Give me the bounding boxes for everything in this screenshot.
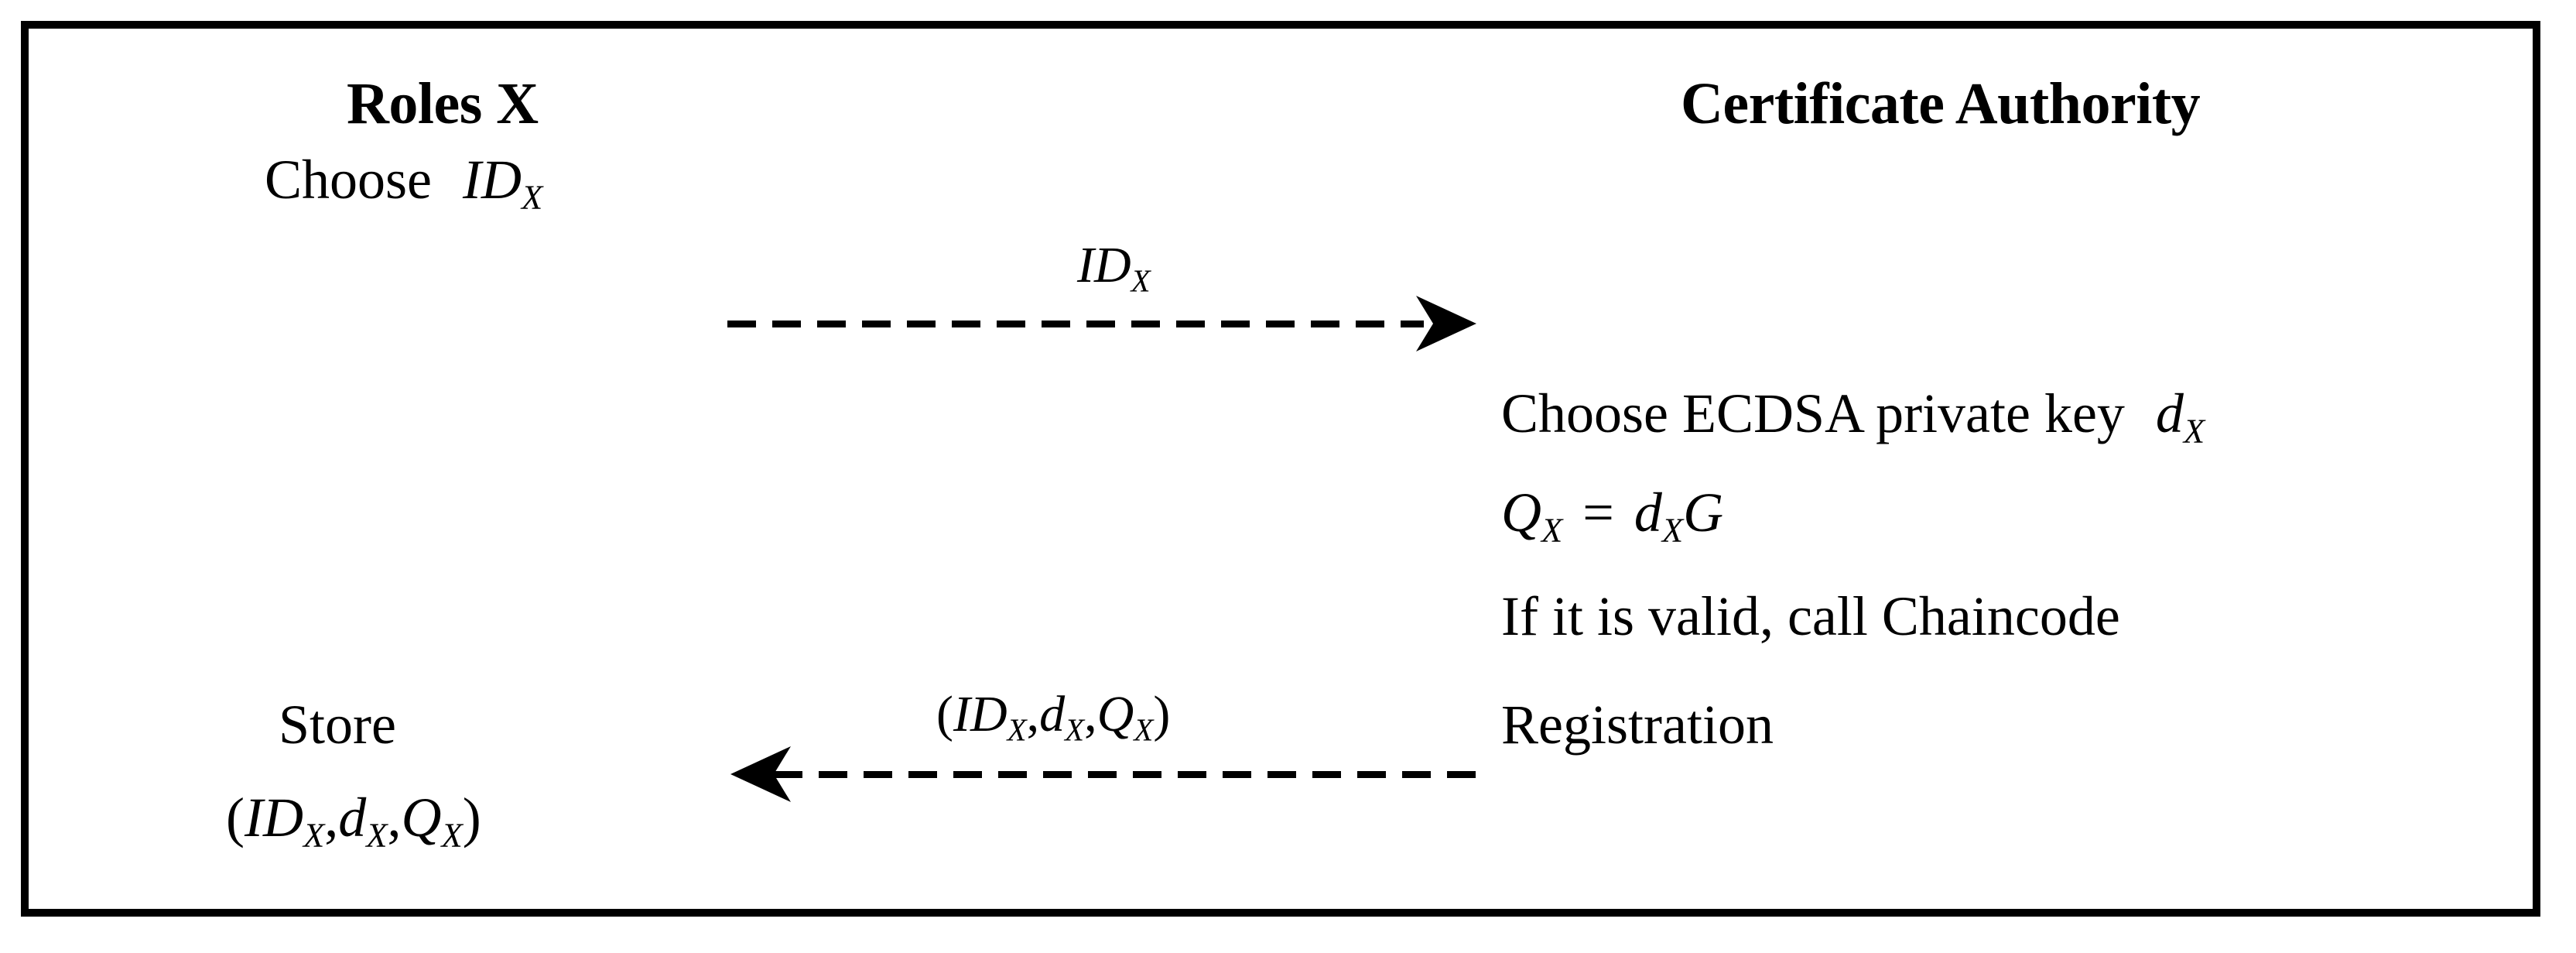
- d-symbol-msg2: d: [1039, 686, 1066, 742]
- equals-sign: =: [1582, 482, 1614, 543]
- q-symbol-store: Q: [401, 787, 442, 848]
- message-response-label: (IDX,dX,QX): [936, 689, 1170, 746]
- roles-choose-id-line: Choose IDX: [265, 152, 542, 214]
- id-symbol-roles: IDX: [463, 149, 543, 217]
- comma-1-store: ,: [324, 787, 339, 848]
- message-response-dashed-line: [774, 771, 1482, 778]
- paren-open-store: (: [226, 787, 245, 848]
- d-subscript-store: X: [366, 815, 388, 855]
- message-request-arrow: [720, 293, 1486, 355]
- q-symbol-eq: Q: [1501, 482, 1541, 543]
- id-symbol-msg2: ID: [953, 686, 1007, 742]
- paren-close-msg2: ): [1153, 686, 1171, 742]
- message-request-label: IDX: [1077, 240, 1151, 297]
- ca-choose-private-key-label: Choose ECDSA private key: [1501, 382, 2125, 444]
- g-symbol-eq: G: [1683, 482, 1724, 543]
- id-subscript-store: X: [303, 815, 325, 855]
- roles-store-tuple: (IDX,dX,QX): [226, 790, 481, 852]
- d-symbol-store: d: [338, 787, 367, 848]
- d-symbol-ca: dX: [2155, 382, 2205, 451]
- roles-choose-label: Choose: [265, 149, 432, 211]
- id-symbol-msg1: ID: [1077, 237, 1131, 293]
- comma-1-msg2: ,: [1026, 686, 1040, 742]
- ca-if-valid-call-chaincode-label: If it is valid, call Chaincode: [1501, 585, 2120, 647]
- comma-2-store: ,: [387, 787, 402, 848]
- message-response-arrowhead: [730, 743, 791, 805]
- q-subscript-store: X: [441, 815, 463, 855]
- message-response-arrow: [720, 743, 1486, 805]
- lane-title-roles-x: Roles X: [347, 71, 539, 136]
- d-subscript-msg2: X: [1065, 712, 1085, 748]
- q-symbol-msg2: Q: [1096, 686, 1134, 742]
- comma-2-msg2: ,: [1084, 686, 1097, 742]
- paren-close-store: ): [462, 787, 481, 848]
- id-subscript-msg2: X: [1007, 712, 1027, 748]
- id-symbol-store: ID: [244, 787, 303, 848]
- message-request-dashed-line: [727, 321, 1424, 327]
- message-request-arrowhead: [1416, 293, 1476, 355]
- d-symbol-eq: d: [1634, 482, 1662, 543]
- lane-title-certificate-authority: Certificate Authority: [1681, 71, 2201, 136]
- diagram-border-frame: [21, 21, 2540, 917]
- id-subscript-msg1: X: [1131, 263, 1151, 299]
- d-subscript-eq: X: [1661, 510, 1684, 550]
- q-subscript-msg2: X: [1134, 712, 1154, 748]
- ca-registration-label: Registration: [1501, 694, 1774, 756]
- roles-store-label: Store: [279, 694, 396, 756]
- paren-open-msg2: (: [936, 686, 953, 742]
- ca-public-key-equation: QX=dXG: [1501, 485, 1723, 547]
- q-subscript-eq: X: [1541, 510, 1563, 550]
